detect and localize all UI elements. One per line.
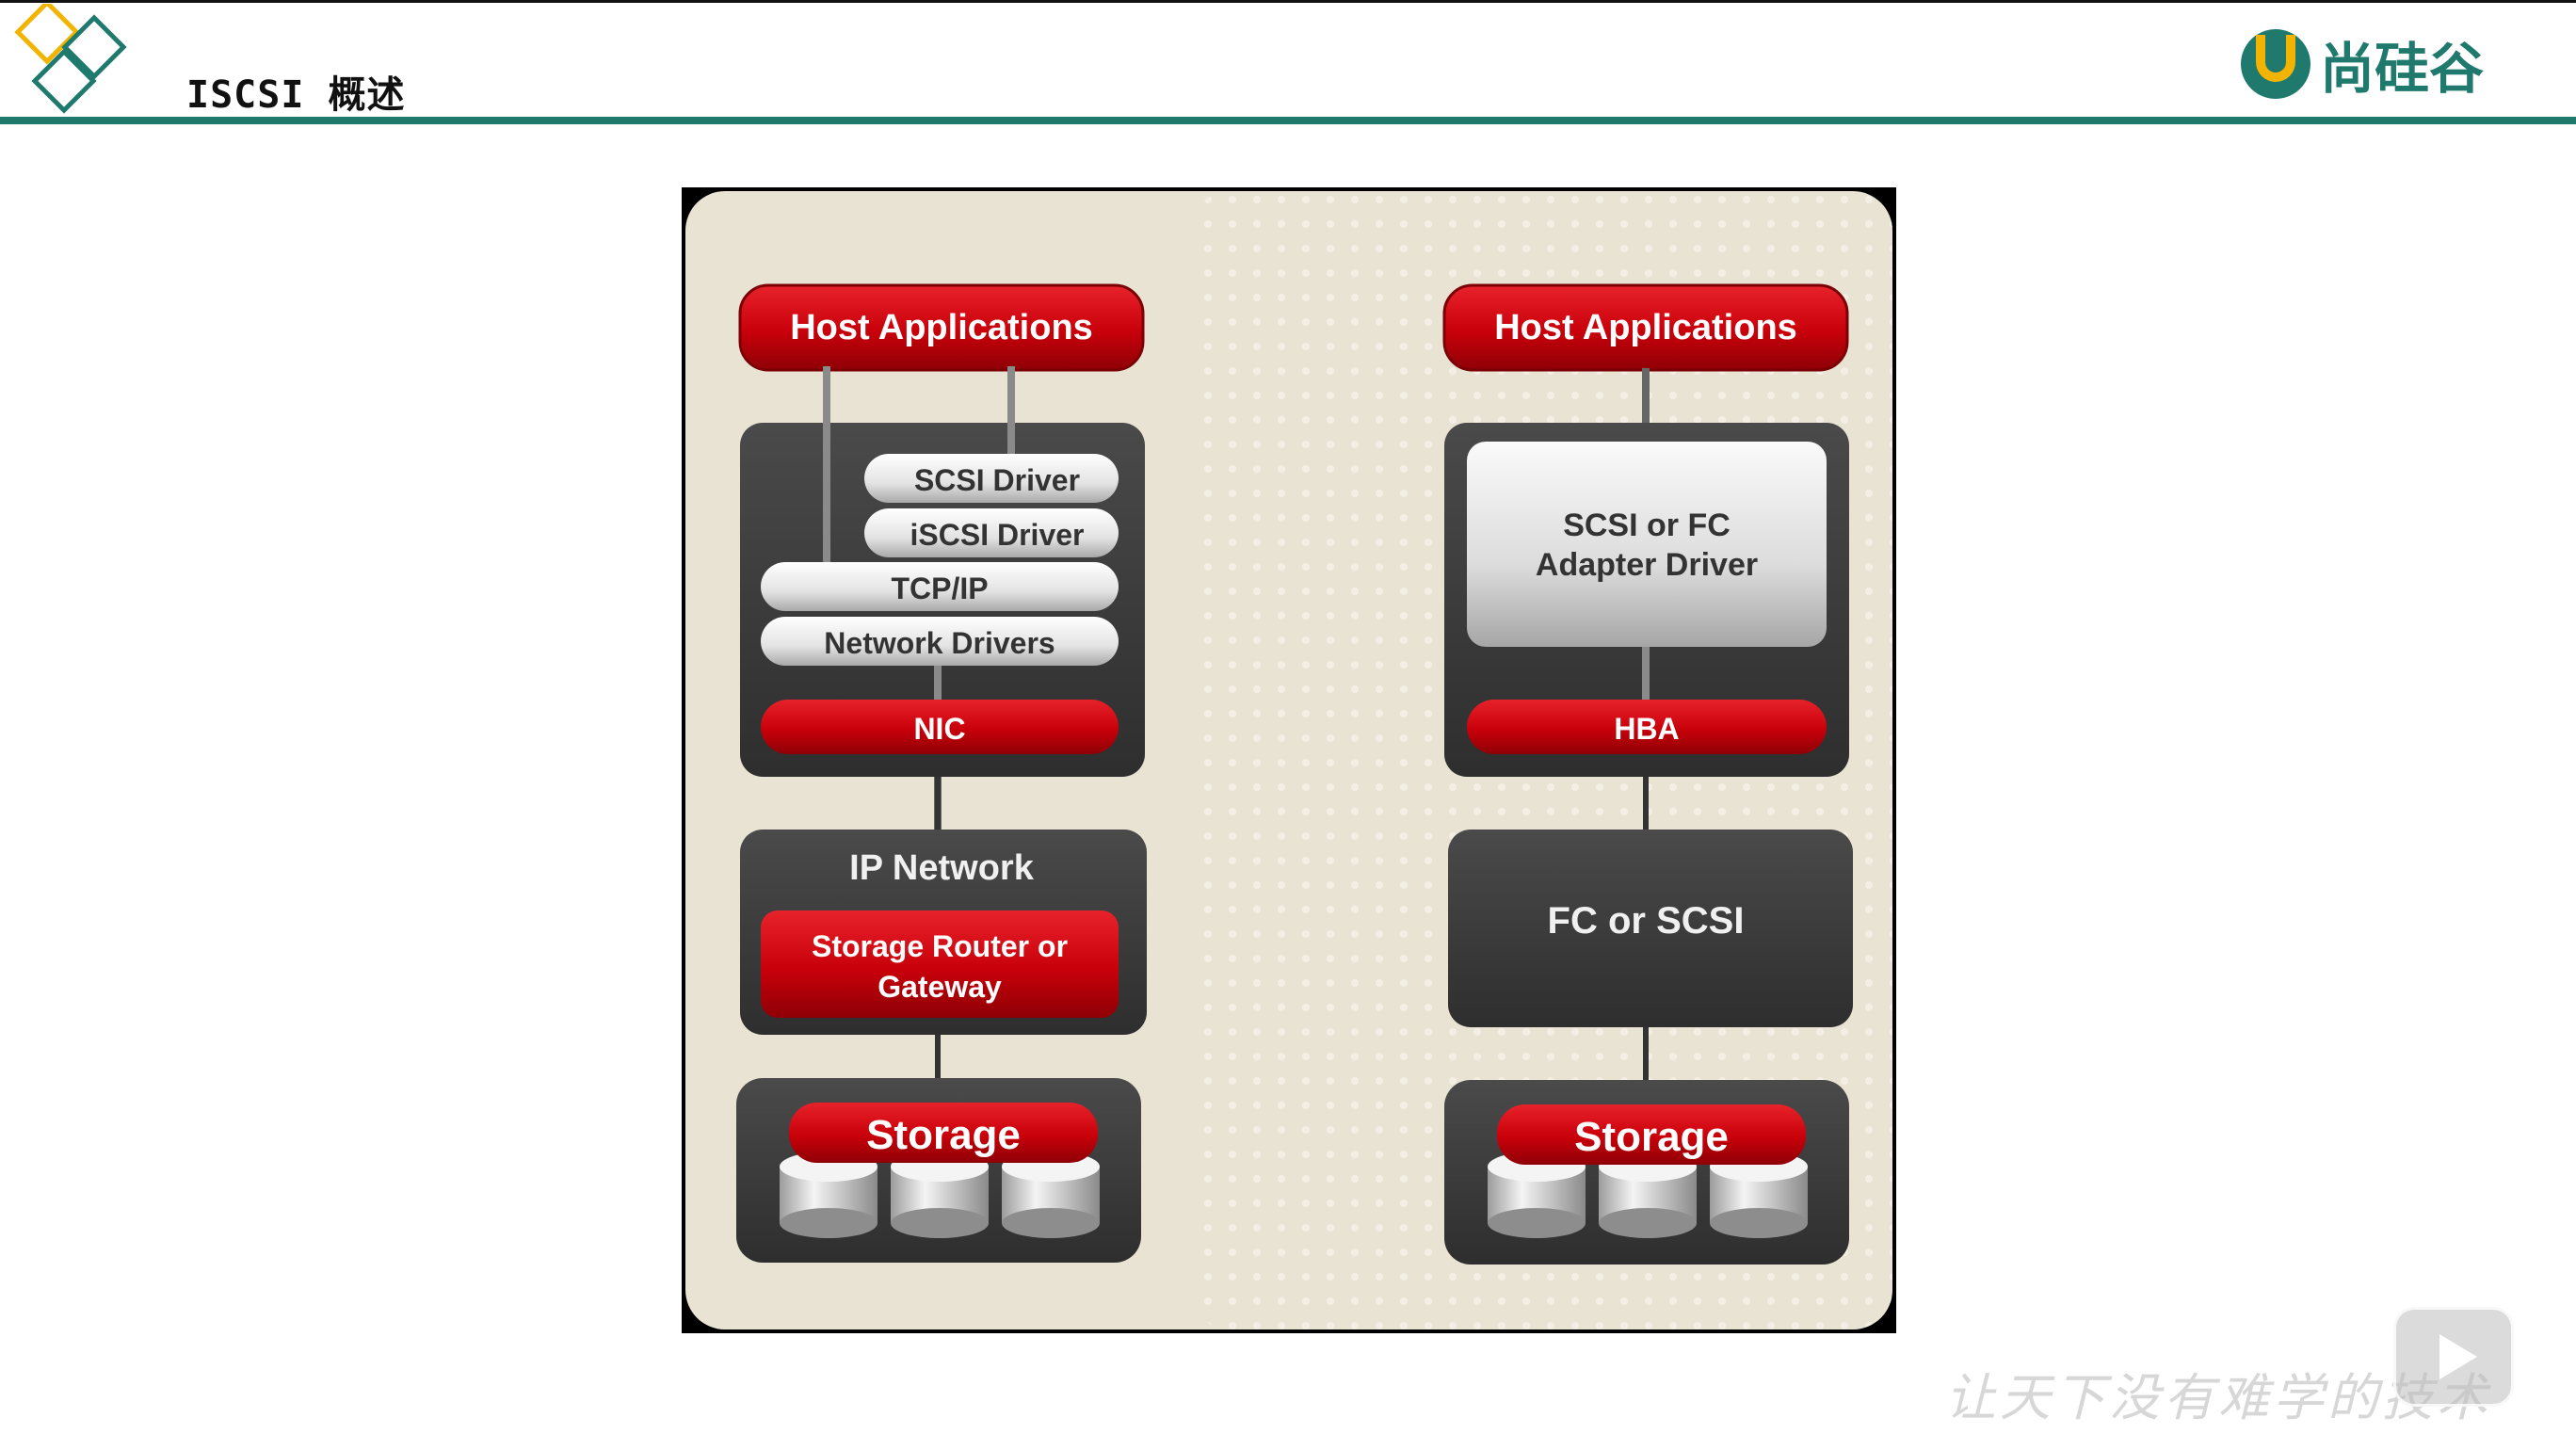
logo-diamond-icon: [14, 4, 127, 114]
storage-label-left-box: [789, 1103, 1098, 1163]
storage-label-right: Storage: [1574, 1114, 1729, 1160]
adapter-driver-box: [1467, 442, 1827, 647]
adapter-driver-line2: Adapter Driver: [1536, 547, 1758, 583]
disk-icon: [1710, 1152, 1808, 1238]
storage-router-line1: Storage Router or: [812, 929, 1068, 963]
ip-network-label: IP Network: [849, 848, 1035, 888]
network-drivers-label: Network Drivers: [824, 626, 1055, 660]
play-icon[interactable]: [2393, 1307, 2514, 1407]
fc-or-scsi-label: FC or SCSI: [1548, 900, 1745, 942]
top-border: [0, 0, 2576, 3]
host-applications-left-label: Host Applications: [790, 308, 1093, 347]
page-title: ISCSI 概述: [186, 73, 406, 117]
disk-icon: [780, 1152, 877, 1238]
tcpip-label: TCP/IP: [891, 572, 988, 605]
tcpip-layer: [761, 562, 1119, 611]
adapter-driver-line1: SCSI or FC: [1563, 508, 1731, 543]
network-drivers-layer: [761, 617, 1119, 666]
storage-router-line2: Gateway: [877, 970, 1002, 1004]
storage-label-right-box: [1497, 1104, 1806, 1165]
fc-or-scsi-box: [1448, 830, 1853, 1027]
scsi-driver-layer: [864, 454, 1119, 503]
disk-icon: [891, 1152, 989, 1238]
disk-icon: [1002, 1152, 1100, 1238]
storage-router-box: [761, 910, 1119, 1018]
nic-label: NIC: [913, 712, 965, 746]
scsi-driver-label: SCSI Driver: [914, 463, 1080, 497]
iscsi-diagram: Host Applications SCSI Driver iSCSI Driv…: [682, 187, 1896, 1333]
hba-label: HBA: [1614, 712, 1679, 746]
nic-layer: [761, 700, 1119, 754]
iscsi-driver-layer: [864, 508, 1119, 557]
brand-name: 尚硅谷: [2320, 37, 2485, 101]
storage-label-left: Storage: [866, 1112, 1021, 1158]
iscsi-driver-label: iSCSI Driver: [910, 518, 1085, 552]
brand-logo: 尚硅谷: [2241, 24, 2542, 104]
host-applications-left: [738, 283, 1145, 372]
header-divider: [0, 117, 2576, 124]
brand-logo-icon: [2241, 29, 2310, 99]
hba-layer: [1467, 700, 1827, 754]
host-applications-right-label: Host Applications: [1494, 308, 1797, 347]
